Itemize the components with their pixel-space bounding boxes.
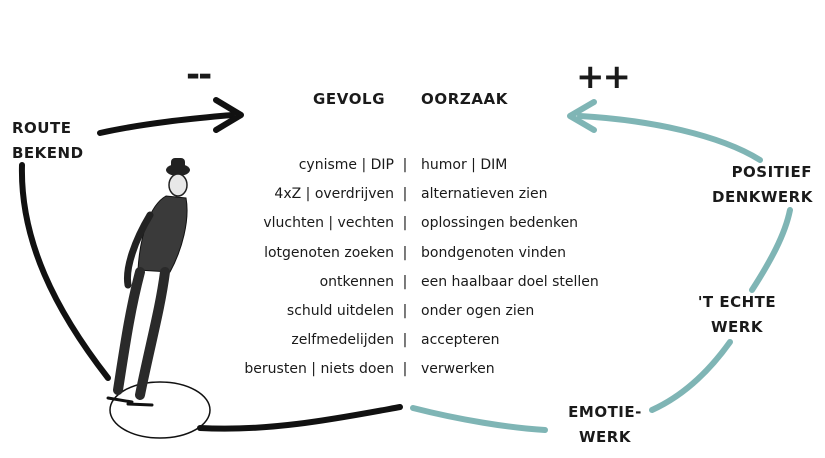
oorzaak-item: alternatieven zien xyxy=(421,186,548,203)
plus-mark: ++ xyxy=(576,57,631,97)
header-gevolg: GEVOLG xyxy=(313,90,386,108)
row-separator: | xyxy=(402,273,408,290)
gevolg-item: schuld uitdelen xyxy=(286,302,394,319)
oorzaak-item: humor | DIM xyxy=(421,157,508,173)
dark-left-curve xyxy=(18,162,111,381)
label-echte-line2: WERK xyxy=(711,318,763,336)
gevolg-item: zelfmedelijden xyxy=(291,332,394,349)
row-separator: | xyxy=(402,302,408,319)
oorzaak-item: oplossingen bedenken xyxy=(421,215,579,232)
teal-arrowhead xyxy=(567,99,597,133)
label-emotie-line2: WERK xyxy=(579,428,631,446)
teal-upper-right-curve xyxy=(577,113,763,163)
skater-illustration xyxy=(106,158,211,439)
label-route-bekend: ROUTE BEKEND xyxy=(12,116,84,166)
gevolg-item: berusten | niets doen xyxy=(244,361,394,378)
oorzaak-item: onder ogen zien xyxy=(421,302,535,319)
teal-mid-right-curve xyxy=(749,207,793,293)
row-separator: | xyxy=(402,332,408,349)
skater-hat-top xyxy=(171,158,185,170)
oorzaak-item: bondgenoten vinden xyxy=(421,244,566,261)
label-positief-line2: DENKWERK xyxy=(712,188,813,206)
row-separator: | xyxy=(402,361,408,378)
teal-bottom-line xyxy=(410,405,548,433)
gevolg-item: cynisme | DIP xyxy=(298,157,394,173)
skater-legs xyxy=(113,267,170,400)
row-separator: | xyxy=(402,157,408,173)
skater-head xyxy=(168,173,188,197)
label-positief-denkwerk: POSITIEF DENKWERK xyxy=(712,160,812,210)
gevolg-item: ontkennen xyxy=(319,273,394,290)
gevolg-column: cynisme | DIP 4xZ | overdrijven vluchten |… xyxy=(170,151,394,385)
row-separator: | xyxy=(402,215,408,232)
header-oorzaak: OORZAAK xyxy=(421,90,508,108)
skater-arm xyxy=(123,211,154,289)
gevolg-item: 4xZ | overdrijven xyxy=(274,186,394,203)
label-positief-line1: POSITIEF xyxy=(731,163,812,181)
dark-bottom-line xyxy=(197,404,403,432)
gevolg-item: vluchten | vechten xyxy=(263,215,394,232)
skater-skates xyxy=(106,396,154,407)
separator-column: | | | | | | | | xyxy=(398,151,412,385)
dark-top-arrow-line xyxy=(97,112,235,136)
oorzaak-item: een haalbaar doel stellen xyxy=(421,273,599,290)
teal-lower-right-curve xyxy=(649,339,733,413)
oorzaak-column: humor | DIM alternatieven zien oplossingen… xyxy=(421,151,671,385)
row-separator: | xyxy=(402,244,408,261)
label-route-line1: ROUTE xyxy=(12,119,72,137)
ice-circle xyxy=(109,381,211,439)
label-echte-werk: 'T ECHTE WERK xyxy=(692,290,782,340)
label-route-line2: BEKEND xyxy=(12,144,84,162)
label-emotie-werk: EMOTIE- WERK xyxy=(560,400,650,450)
dark-arrowhead xyxy=(213,97,244,133)
gevolg-item: lotgenoten zoeken xyxy=(264,244,394,261)
label-echte-line1: 'T ECHTE xyxy=(697,293,777,311)
minus-mark: -- xyxy=(186,55,212,95)
label-emotie-line1: EMOTIE- xyxy=(568,403,642,421)
oorzaak-item: accepteren xyxy=(421,332,500,349)
row-separator: | xyxy=(402,186,408,203)
oorzaak-item: verwerken xyxy=(421,361,495,378)
